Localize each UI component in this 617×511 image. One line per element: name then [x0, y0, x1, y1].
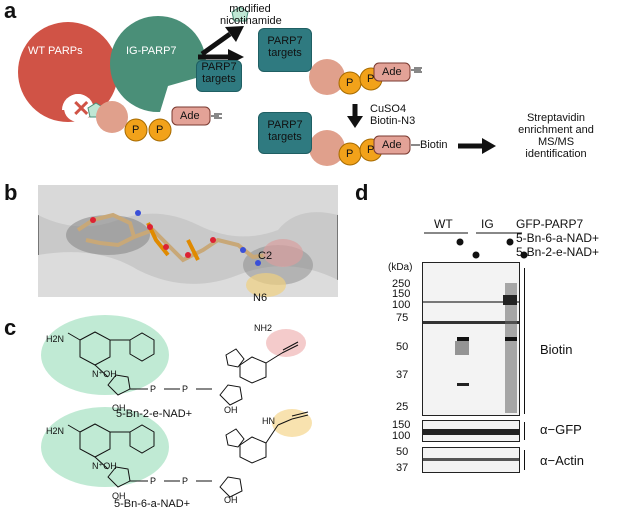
- marker-37: 37: [396, 369, 409, 381]
- gfp-marker-100: 100: [392, 430, 411, 442]
- actin-marker-37: 37: [396, 462, 409, 474]
- row-label-gfp-parp7: GFP-PARP7: [516, 217, 584, 231]
- marker-25: 25: [396, 401, 409, 413]
- blot-biotin: [422, 262, 520, 416]
- panel-letter-c: c: [4, 315, 17, 340]
- marker-50: 50: [396, 341, 409, 353]
- gfp-marker-150: 150: [392, 419, 411, 431]
- ade-label-bottom: Ade: [382, 139, 402, 151]
- p-label-left-2: P: [156, 124, 164, 136]
- noh-label-2: N⁺OH: [92, 461, 117, 471]
- p-label-bottom-1: P: [346, 148, 354, 160]
- arrow-right-final-icon: [482, 138, 496, 154]
- oh-label-c1-1: OH: [112, 403, 126, 413]
- panel-letter-b: b: [4, 180, 18, 205]
- hn-label: HN: [262, 416, 275, 426]
- h2n-label-2: H2N: [46, 426, 65, 436]
- actin-marker-50: 50: [396, 446, 409, 458]
- arrow-down-icon: [347, 116, 363, 128]
- ade-label-left: Ade: [180, 110, 200, 122]
- modified-nicotinamide-icon: [231, 6, 249, 22]
- modified-nicotinamide-label: modified nicotinamide: [220, 3, 282, 27]
- x-mark-icon: ✕: [72, 96, 90, 121]
- marker-150: 150: [392, 288, 411, 300]
- p-label-c1-2: P: [182, 384, 189, 394]
- ig-parp7-label: IG-PARP7: [126, 45, 177, 57]
- oh-label-c2-2: OH: [224, 495, 238, 505]
- row-label-2e: 5-Bn-2-e-NAD+: [516, 245, 600, 259]
- ade-label-top: Ade: [382, 66, 402, 78]
- p-label-c2-1: P: [150, 476, 157, 486]
- p-label-bottom-2: P: [367, 144, 375, 156]
- arrow-up-right-icon: [225, 26, 244, 42]
- panel-letter-a: a: [4, 0, 17, 23]
- p-label-c2-2: P: [182, 476, 189, 486]
- panel-letter-d: d: [355, 180, 369, 205]
- biotin-bands: [423, 283, 519, 413]
- p-label-top-1: P: [346, 77, 354, 89]
- biotin-label-d: Biotin: [540, 342, 573, 357]
- actin-label: α−Actin: [540, 453, 585, 468]
- oh-label-c2-1: OH: [112, 491, 126, 501]
- wt-parps-label: WT PARPs: [28, 45, 83, 57]
- p-label-c1-1: P: [150, 384, 157, 394]
- actin-bracket: [524, 450, 525, 470]
- compound-1-label: 5-Bn-2-e-NAD+: [116, 408, 193, 420]
- panel-c-structures: [41, 315, 312, 498]
- c2-label: C2: [258, 250, 273, 262]
- oh-label-c1-2: OH: [224, 405, 238, 415]
- n6-label: N6: [253, 292, 268, 304]
- h2n-label-1: H2N: [46, 334, 65, 344]
- streptavidin-label: Streptavidin enrichment and MS/MS identi…: [518, 112, 594, 160]
- marker-250: 250: [392, 278, 411, 290]
- wt-label: WT: [434, 217, 453, 231]
- marker-75: 75: [396, 312, 409, 324]
- row-label-6a: 5-Bn-6-a-NAD+: [516, 231, 600, 245]
- wt-parps-circle: [18, 22, 118, 122]
- biotin-label-a: Biotin: [420, 139, 448, 151]
- p-label-left-1: P: [132, 124, 140, 136]
- noh-label-1: N⁺OH: [92, 369, 117, 379]
- blot-gfp: [422, 420, 520, 442]
- gfp-bands: [423, 429, 519, 435]
- panel-d-header-lines: [424, 232, 528, 259]
- nh2-label: NH2: [254, 323, 273, 333]
- marker-100: 100: [392, 299, 411, 311]
- biotin-bracket: [524, 268, 525, 414]
- compound-2-label: 5-Bn-6-a-NAD+: [114, 498, 191, 510]
- panel-b-structure: [38, 185, 338, 297]
- gfp-label: α−GFP: [540, 422, 582, 437]
- p-label-top-2: P: [367, 73, 375, 85]
- blot-actin: [422, 447, 520, 473]
- gfp-bracket: [524, 422, 525, 440]
- ig-label: IG: [481, 217, 494, 231]
- actin-bands: [423, 458, 519, 461]
- ig-pocket-notch: [160, 78, 206, 112]
- kda-label: (kDa): [388, 262, 413, 273]
- panel-a-graphics: ✕: [18, 6, 496, 166]
